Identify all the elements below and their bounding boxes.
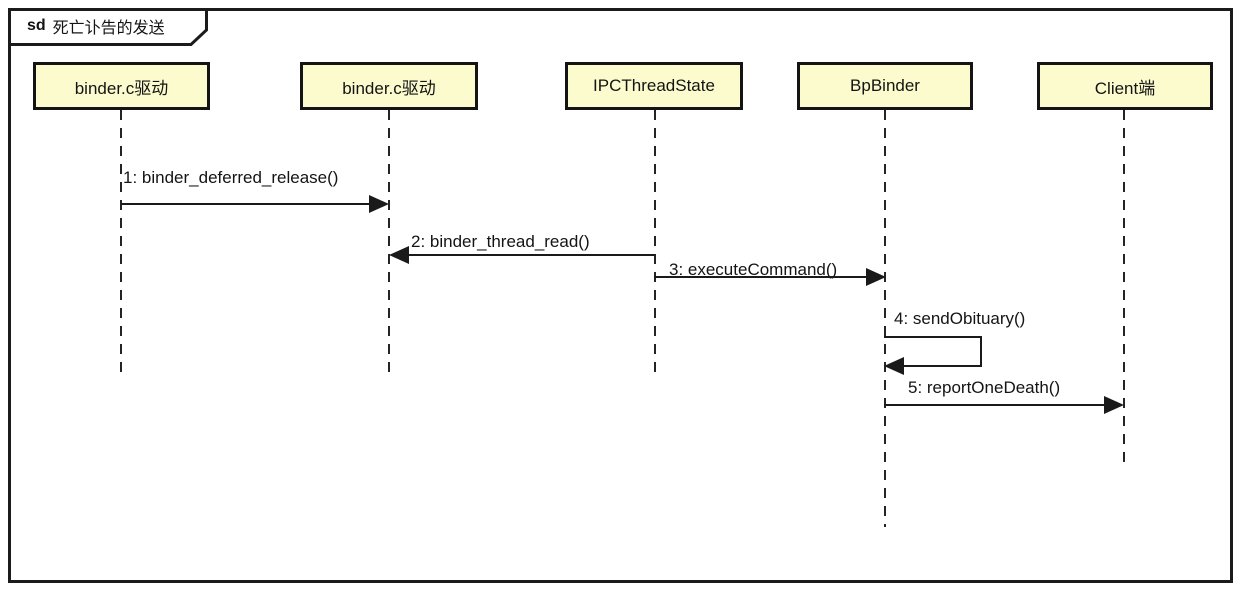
- participant-label: binder.c驱动: [342, 78, 436, 98]
- participant-label: Client端: [1094, 78, 1156, 98]
- participant-box-bpbinder: BpBinder: [797, 62, 973, 110]
- message-line-2: [409, 254, 655, 256]
- arrowhead-right-5: [1104, 396, 1124, 414]
- participant-box-binder-driver-1: binder.c驱动: [33, 62, 210, 110]
- message-line-5: [884, 404, 1104, 406]
- message-label-4: 4: sendObituary(): [894, 309, 1026, 328]
- message-label-1: 1: binder_deferred_release(): [123, 168, 339, 187]
- lifeline-bpbinder: [884, 110, 886, 527]
- arrowhead-right-1: [369, 195, 389, 213]
- lifeline-ipc-thread-state: [654, 110, 656, 377]
- self-message-top-line-4: [884, 336, 982, 338]
- arrowhead-right-3: [866, 268, 886, 286]
- arrowhead-left-2: [389, 246, 409, 264]
- participant-label: BpBinder: [850, 76, 920, 95]
- arrowhead-left-4: [884, 357, 904, 375]
- frame-title: sd 死亡讣告的发送: [8, 8, 198, 44]
- self-message-right-line-4: [980, 336, 982, 367]
- participant-box-ipc-thread-state: IPCThreadState: [565, 62, 743, 110]
- participant-box-client: Client端: [1037, 62, 1213, 110]
- participant-label: binder.c驱动: [74, 78, 169, 98]
- lifeline-binder-driver-1: [120, 110, 122, 377]
- lifeline-binder-driver-2: [388, 110, 390, 377]
- message-line-1: [121, 203, 369, 205]
- frame-title-tab: [8, 8, 208, 46]
- frame-keyword: sd: [27, 17, 46, 34]
- message-label-5: 5: reportOneDeath(): [908, 378, 1061, 397]
- participant-label: IPCThreadState: [593, 76, 715, 95]
- message-label-2: 2: binder_thread_read(): [411, 232, 590, 251]
- message-label-3: 3: executeCommand(): [669, 260, 838, 279]
- frame-pentagon-shape: [8, 8, 208, 46]
- message-line-3: [654, 276, 866, 278]
- self-message-bottom-line-4: [904, 365, 982, 367]
- frame-title-text: 死亡讣告的发送: [52, 20, 165, 37]
- participant-box-binder-driver-2: binder.c驱动: [300, 62, 478, 110]
- lifeline-client: [1123, 110, 1125, 470]
